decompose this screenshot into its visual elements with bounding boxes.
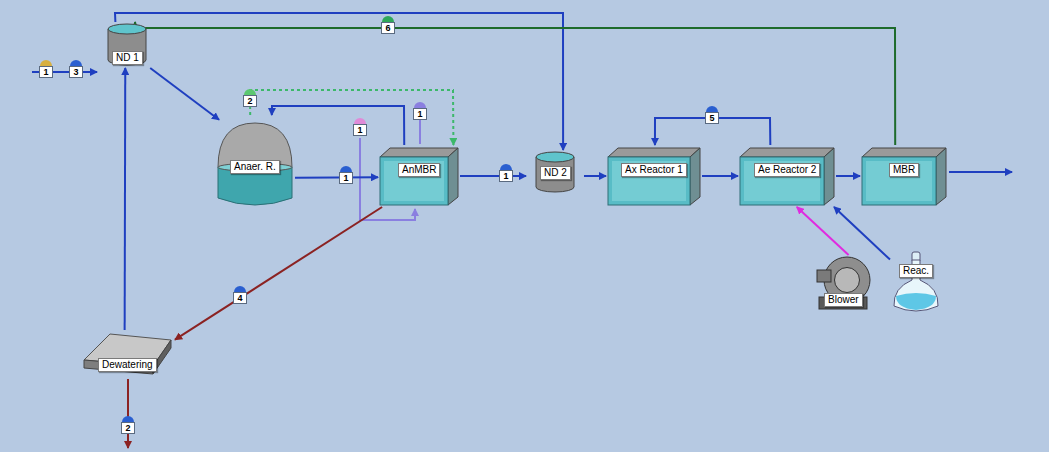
stream-number: 1 xyxy=(339,166,353,184)
stream-number: 6 xyxy=(381,16,395,34)
unit-label: Dewatering xyxy=(98,358,157,372)
stream-number: 1 xyxy=(413,102,427,120)
pipe-connector xyxy=(175,207,382,340)
process-unit: Anaer. R. xyxy=(215,115,295,210)
process-unit: ND 2 xyxy=(526,150,584,195)
unit-label: Ax Reactor 1 xyxy=(621,163,687,177)
static-pipes xyxy=(32,72,1012,448)
callout-number: 1 xyxy=(353,124,367,136)
callout-number: 1 xyxy=(39,66,53,78)
process-unit: AnMBR xyxy=(378,145,460,207)
pipe-connector xyxy=(702,175,738,177)
stream-number: 2 xyxy=(243,89,257,107)
process-unit: Ax Reactor 1 xyxy=(606,145,702,207)
process-unit: Dewatering xyxy=(80,330,175,378)
gas-outlet-pipe xyxy=(419,120,421,144)
stream-number: 1 xyxy=(353,118,367,136)
stream-number: 4 xyxy=(233,286,247,304)
callout-number: 2 xyxy=(243,95,257,107)
pipe-connector xyxy=(272,106,404,145)
unit-label: MBR xyxy=(889,163,919,177)
unit-icon xyxy=(890,250,942,314)
stream-number: 5 xyxy=(705,106,719,124)
callout-number: 4 xyxy=(233,292,247,304)
process-unit: Blower xyxy=(815,255,871,313)
stream-number: 3 xyxy=(69,60,83,78)
unit-label: Reac. xyxy=(899,264,933,278)
unit-label: Ae Reactor 2 xyxy=(754,163,820,177)
process-unit: MBR xyxy=(860,145,948,207)
pipe-connector xyxy=(460,175,526,177)
pipe-connector xyxy=(115,13,563,150)
callout-number: 1 xyxy=(413,108,427,120)
unit-label: ND 1 xyxy=(112,51,143,65)
unit-label: Anaer. R. xyxy=(230,160,280,174)
stream-number: 1 xyxy=(499,164,513,182)
stream-number: 1 xyxy=(39,60,53,78)
callout-number: 1 xyxy=(499,170,513,182)
pipe-connector xyxy=(834,207,890,260)
pipe-connector xyxy=(836,175,860,177)
unit-label: ND 2 xyxy=(540,166,571,180)
callout-number: 3 xyxy=(69,66,83,78)
pipe-connector xyxy=(584,175,606,177)
callout-number: 2 xyxy=(121,422,135,434)
callout-number: 5 xyxy=(705,112,719,124)
pipe-connector xyxy=(124,68,127,330)
stream-number: 2 xyxy=(121,416,135,434)
pipe-connector xyxy=(150,68,219,120)
effluent-pipe xyxy=(949,171,1012,173)
callout-number: 1 xyxy=(339,172,353,184)
process-unit: ND 1 xyxy=(98,22,156,68)
unit-label: AnMBR xyxy=(398,163,440,177)
process-unit: Ae Reactor 2 xyxy=(738,145,836,207)
sludge-outlet-pipe xyxy=(127,379,129,448)
pipe-connector xyxy=(295,176,378,178)
unit-label: Blower xyxy=(824,293,863,307)
process-unit: Reac. xyxy=(890,250,942,314)
callout-number: 6 xyxy=(381,22,395,34)
